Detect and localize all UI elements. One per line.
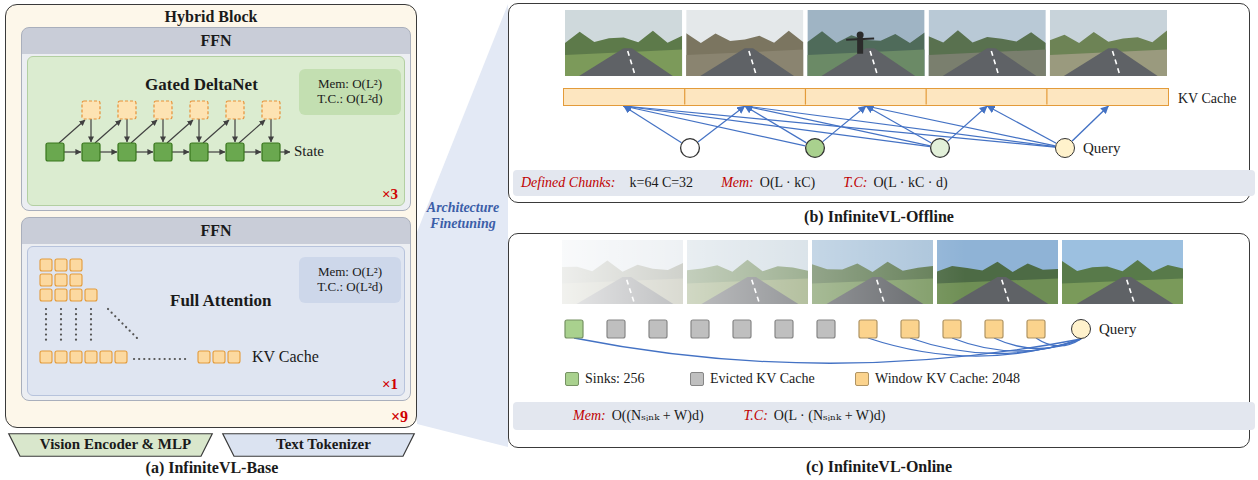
ffn-layer-group: FFN Full Attention KV Cache ×1 Mem: O(L²)T.C… (21, 217, 411, 401)
legend-swatch (565, 372, 579, 386)
query-token: Query (1071, 319, 1091, 339)
node-text: Gated DeltaNet (145, 75, 258, 94)
node-text: ×1 (382, 376, 398, 392)
node-text: ×3 (382, 186, 398, 202)
video-frame (929, 10, 1046, 76)
text-slot: ×9 (391, 408, 408, 426)
query-token: Query (1055, 138, 1075, 158)
chunk-divider (1046, 89, 1047, 105)
text-slot: FFN (22, 32, 410, 50)
chunk-attention-arrows (624, 106, 1057, 157)
node-text: KV Cache (1178, 91, 1236, 106)
kv-cache-bar: KV Cache (563, 88, 1169, 106)
illustration (564, 89, 1170, 107)
text-slot: (c) InfiniteVL-Online (509, 458, 1249, 476)
vision-encoder: Vision Encoder & MLP (8, 433, 223, 457)
node-text: FFN (200, 32, 231, 49)
text-slot: (b) InfiniteVL-Offline (509, 208, 1249, 226)
node-text: Query (1099, 321, 1137, 337)
label-slot: Architecture Finetuning (419, 200, 507, 232)
online-tokens (565, 320, 1081, 363)
node-text: KV Cache (252, 348, 319, 365)
text-slot: Gated DeltaNet (145, 75, 258, 95)
gated-deltanet-block: Gated DeltaNetState ×3 Mem: O(L²)T.C.: O(L… (27, 56, 405, 206)
complexity-box: Mem: O(L²)T.C.: O(L²d) (299, 257, 401, 303)
node-text: Hybrid Block (165, 8, 258, 25)
video-frame (565, 10, 682, 76)
text-slot: KV Cache (252, 348, 319, 366)
complexity-box: Mem: O(L²)T.C.: O(L²d) (299, 69, 401, 115)
legend-text: Sinks: 256 (585, 371, 645, 387)
full-attention-block: Full Attention KV Cache ×1 Mem: O(L²)T.C.: … (27, 246, 405, 396)
panel-caption: (a) InfiniteVL-Base (146, 459, 279, 476)
legend-text: Window KV Cache: 2048 (875, 371, 1020, 387)
node-text: (b) InfiniteVL-Offline (804, 208, 954, 225)
offline-panel: (b) InfiniteVL-OfflineKV CacheQueryDefin… (508, 3, 1250, 203)
video-frame (1050, 10, 1167, 76)
online-panel: (c) InfiniteVL-OnlineQueryMem:O((Nₛᵢₙₖ +… (508, 233, 1250, 448)
chunk-divider (805, 89, 806, 105)
legend-item: Window KV Cache: 2048 (855, 371, 1020, 387)
node-text: FFN (200, 222, 231, 239)
node-text: Full Attention (170, 291, 272, 310)
ffn-layer-group: FFN Gated DeltaNetState ×3 Mem: O(L²)T.C.: … (21, 27, 411, 211)
chunk-divider (684, 89, 685, 105)
connectors (1072, 106, 1108, 141)
node-text: Mem: (573, 408, 606, 424)
node-text: Mem: O(L²) (318, 77, 382, 92)
node-text: T.C: (744, 408, 768, 424)
node-text: O((Nₛᵢₙₖ + W)d) (612, 408, 704, 424)
node-text: Mem: O(L²) (318, 265, 382, 280)
legend-text: Evicted KV Cache (710, 371, 815, 387)
node-text: Text Tokenizer (276, 436, 371, 453)
video-frame (807, 10, 924, 76)
text-slot: State (294, 142, 324, 160)
chunk-divider (926, 89, 927, 105)
video-frame (686, 10, 803, 76)
text-slot: ×1 (382, 375, 398, 393)
text-slot: ×3 (382, 185, 398, 203)
text-tokenizer: Text Tokenizer (222, 433, 425, 457)
state-chain (46, 101, 290, 161)
node-text: Query (1083, 140, 1121, 156)
node-text: T.C.: O(L²d) (317, 280, 382, 295)
text-slot: FFN (22, 222, 410, 240)
legend-item: Evicted KV Cache (690, 371, 815, 387)
text-slot: Query (1099, 320, 1137, 338)
node-text: T.C: (843, 175, 867, 191)
finetune-fan (417, 4, 508, 447)
complexity-strip: Defined Chunks: k=64 C=32 Mem: O(L · kC) T.C… (513, 170, 1255, 196)
node-text: k=64 C=32 (629, 175, 693, 191)
text-slot: Hybrid Block (6, 8, 416, 26)
hybrid-block: Hybrid Block×9FFNGated DeltaNetState×3Me… (5, 4, 417, 428)
offline-frames (565, 10, 1167, 76)
node-text: Defined Chunks: (521, 175, 615, 191)
legend-swatch (690, 372, 704, 386)
attention-arrow (1072, 106, 1108, 141)
node-text: T.C.: O(L²d) (317, 92, 382, 107)
node-text: ×9 (391, 408, 408, 425)
node-text: Vision Encoder & MLP (40, 436, 191, 453)
node-text: State (294, 143, 324, 159)
node-text: O(L · kC) (760, 175, 815, 191)
text-slot: Query (1083, 139, 1121, 157)
node-text: O(L · (Nₛᵢₙₖ + W)d) (774, 408, 886, 424)
annotation-text: Architecture Finetuning (419, 200, 507, 232)
kv-cache-triangle (40, 259, 240, 363)
online-frames (562, 240, 1183, 304)
legend-swatch (855, 372, 869, 386)
text-slot: KV Cache (1178, 89, 1236, 107)
node-text: O(L · kC · d) (874, 175, 948, 191)
node-text: (c) InfiniteVL-Online (806, 458, 952, 475)
legend-item: Sinks: 256 (565, 371, 645, 387)
node-text: Mem: (721, 175, 754, 191)
label-slot: (a) InfiniteVL-Base (0, 459, 424, 477)
text-slot: Full Attention (170, 291, 272, 311)
complexity-strip: Mem: O((Nₛᵢₙₖ + W)d) T.C: O(L · (Nₛᵢₙₖ + W)… (513, 402, 1255, 430)
